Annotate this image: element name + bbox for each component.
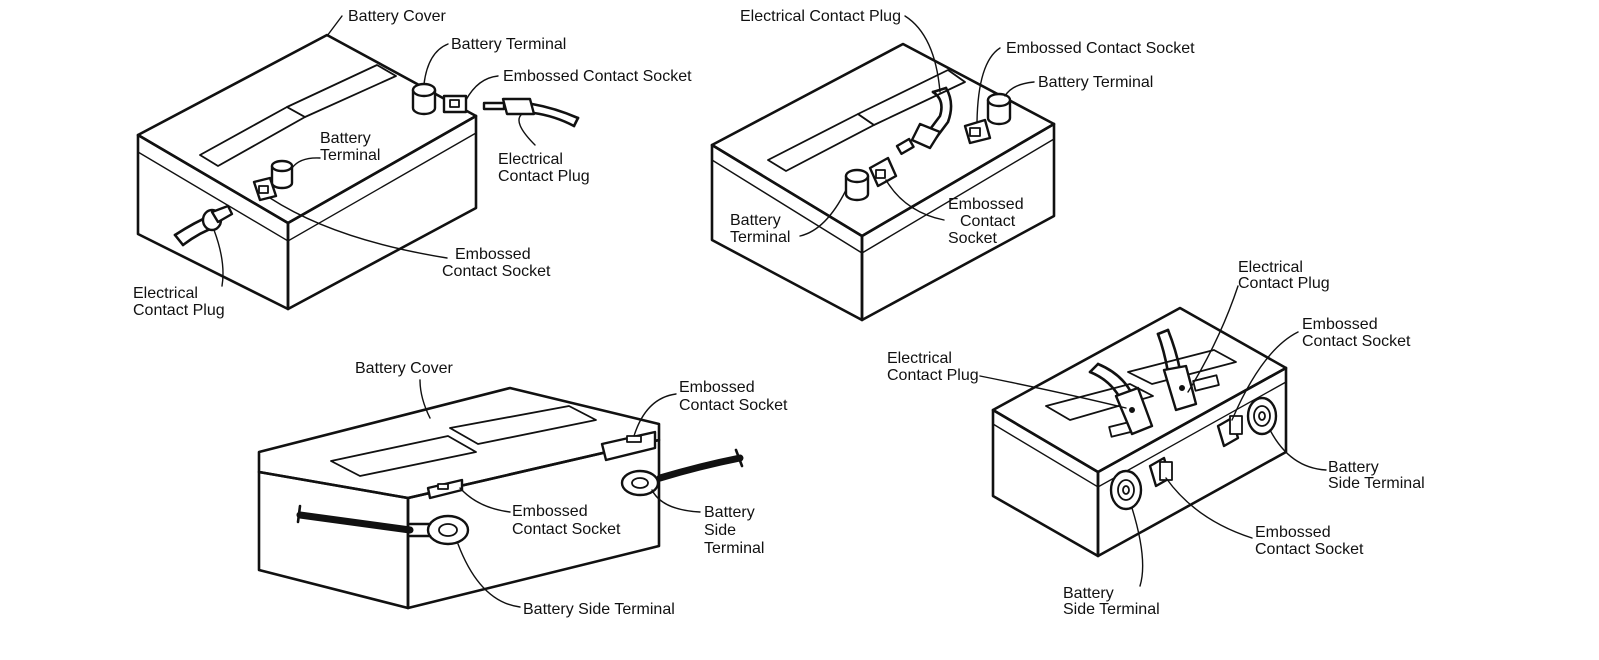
label-d-electrical-contact-plug-left-line2: Contact Plug xyxy=(887,367,979,384)
label-c-battery-cover: Battery Cover xyxy=(355,360,453,377)
label-a-battery-terminal: Battery Terminal xyxy=(451,36,566,53)
label-d-embossed-contact-socket-right-line1: Embossed xyxy=(1302,316,1378,333)
figure-b: Electrical Contact Plug Embossed Contact… xyxy=(710,8,1195,322)
label-d-battery-side-terminal-bottom-line2: Side Terminal xyxy=(1063,601,1160,618)
label-a-electrical-contact-plug-right-line1: Electrical xyxy=(498,151,563,168)
label-d-embossed-contact-socket-bottom-line2: Contact Socket xyxy=(1255,541,1364,558)
embossed-contact-socket-d-bottom xyxy=(1148,456,1173,488)
label-c-battery-side-terminal-line2: Side xyxy=(704,522,736,539)
label-a-embossed-contact-socket-bottom-line2: Contact Socket xyxy=(442,263,551,280)
label-a-electrical-contact-plug-left-line1: Electrical xyxy=(133,285,198,302)
embossed-contact-socket-a-mid xyxy=(252,176,278,202)
embossed-contact-socket-a-top xyxy=(442,94,468,114)
battery-side-terminal-d-right xyxy=(1246,396,1278,436)
label-a-battery-terminal-mid-line2: Terminal xyxy=(320,147,380,164)
electrical-contact-plug-d-right xyxy=(1156,328,1198,412)
label-d-electrical-contact-plug-right-line1: Electrical xyxy=(1238,259,1303,276)
battery-box-b xyxy=(710,42,1056,322)
label-c-battery-side-terminal-line3: Terminal xyxy=(704,540,764,557)
label-c-embossed-contact-socket-top-line1: Embossed xyxy=(679,379,755,396)
battery-side-terminal-d-bottom xyxy=(1109,469,1143,511)
embossed-contact-socket-b-top xyxy=(963,118,992,145)
battery-side-terminal-c-left xyxy=(296,504,470,546)
figure-a: Battery Cover Battery Terminal Embossed … xyxy=(133,8,692,319)
label-c-embossed-contact-socket-mid-line1: Embossed xyxy=(512,503,588,520)
label-b-embossed-contact-socket-line2: Contact xyxy=(960,213,1016,230)
label-c-embossed-contact-socket-mid-line2: Contact Socket xyxy=(512,521,621,538)
leader-lines-b xyxy=(799,15,1035,237)
label-a-electrical-contact-plug-left-line2: Contact Plug xyxy=(133,302,225,319)
label-b-battery-terminal-line1: Battery xyxy=(730,212,781,229)
label-d-battery-side-terminal-right-line2: Side Terminal xyxy=(1328,475,1425,492)
embossed-contact-socket-d-right xyxy=(1216,415,1243,448)
label-b-battery-terminal-top: Battery Terminal xyxy=(1038,74,1153,91)
figure-c: Battery Cover Embossed Contact Socket Em… xyxy=(257,360,788,618)
labels-c: Battery Cover Embossed Contact Socket Em… xyxy=(355,360,788,618)
label-d-electrical-contact-plug-left-line1: Electrical xyxy=(887,350,952,367)
battery-terminal-b-bottom xyxy=(844,168,870,202)
label-a-embossed-contact-socket-top: Embossed Contact Socket xyxy=(503,68,692,85)
label-a-electrical-contact-plug-right-line2: Contact Plug xyxy=(498,168,590,185)
battery-terminal-b-top xyxy=(986,92,1012,126)
label-b-embossed-contact-socket-line3: Socket xyxy=(948,230,997,247)
label-d-battery-side-terminal-right-line1: Battery xyxy=(1328,459,1379,476)
leader-lines-c xyxy=(419,379,701,608)
label-c-embossed-contact-socket-top-line2: Contact Socket xyxy=(679,397,788,414)
battery-terminal-a-top xyxy=(411,82,437,116)
label-a-battery-cover: Battery Cover xyxy=(348,8,446,25)
embossed-contact-socket-c-top xyxy=(600,430,657,462)
label-b-embossed-contact-socket-top: Embossed Contact Socket xyxy=(1006,40,1195,57)
label-d-battery-side-terminal-bottom-line1: Battery xyxy=(1063,585,1114,602)
label-a-battery-terminal-mid-line1: Battery xyxy=(320,130,371,147)
labels-a: Battery Cover Battery Terminal Embossed … xyxy=(133,8,692,319)
label-c-battery-side-terminal-line1: Battery xyxy=(704,504,755,521)
battery-box-c xyxy=(257,386,661,610)
embossed-contact-socket-c-mid xyxy=(426,478,464,500)
labels-b: Electrical Contact Plug Embossed Contact… xyxy=(730,8,1195,247)
label-d-embossed-contact-socket-bottom-line1: Embossed xyxy=(1255,524,1331,541)
labels-d: Electrical Contact Plug Embossed Contact… xyxy=(887,259,1425,618)
leader-lines-d xyxy=(979,285,1327,587)
figure-d: Electrical Contact Plug Embossed Contact… xyxy=(887,259,1425,618)
battery-box-a xyxy=(136,33,478,311)
label-d-electrical-contact-plug-right-line2: Contact Plug xyxy=(1238,275,1330,292)
label-d-embossed-contact-socket-right-line2: Contact Socket xyxy=(1302,333,1411,350)
leader-lines-a xyxy=(213,15,536,287)
electrical-contact-plug-a-right xyxy=(482,97,580,128)
label-c-battery-side-terminal-bottom: Battery Side Terminal xyxy=(523,601,675,618)
label-b-embossed-contact-socket-line1: Embossed xyxy=(948,196,1024,213)
battery-terminal-a-mid xyxy=(270,159,294,190)
label-a-embossed-contact-socket-bottom-line1: Embossed xyxy=(455,246,531,263)
label-b-electrical-contact-plug: Electrical Contact Plug xyxy=(740,8,901,25)
electrical-contact-plug-a-left xyxy=(173,204,234,247)
label-b-battery-terminal-line2: Terminal xyxy=(730,229,790,246)
embossed-contact-socket-b-bottom xyxy=(868,156,898,188)
electrical-contact-plug-d-left xyxy=(1088,362,1154,436)
battery-side-terminal-c-right xyxy=(620,448,744,497)
